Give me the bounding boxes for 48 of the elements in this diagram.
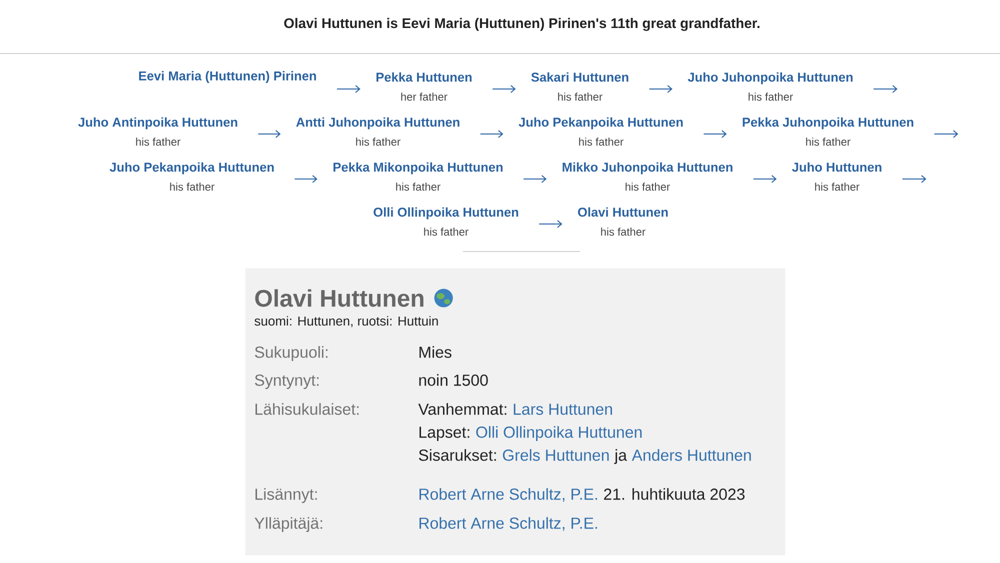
arrow xyxy=(649,85,672,93)
field-label: Sukupuoli: xyxy=(254,346,328,362)
profile-heading: Olavi Huttunen xyxy=(255,289,424,307)
field-value: Vanhemmat: xyxy=(418,403,506,415)
field-value: ja xyxy=(614,449,627,464)
link-text: Robert Arne Schultz, P.E. xyxy=(420,517,597,531)
ancestor-entry: Juho Antinpoika Huttunen his father xyxy=(78,117,238,146)
arrow xyxy=(753,175,777,183)
field-label: Syntynyt: xyxy=(254,374,319,390)
field-value: Lapset: xyxy=(420,426,470,442)
arrow xyxy=(539,220,562,228)
ancestor-entry: Mikko Juhonpoika Huttunen his father xyxy=(562,162,732,191)
page-title: Olavi Huttunen is Eevi Maria (Huttunen) Pirinen's 11th great grandfather. xyxy=(284,18,760,31)
ancestor-entry: Olli Ollinpoika Huttunen his father xyxy=(374,207,518,236)
field-value: Mies xyxy=(420,346,452,358)
ancestor-entry: Antti Juhonpoika Huttunen his father xyxy=(296,117,460,146)
ancestor-entry: Pekka Juhonpoika Huttunen his father xyxy=(742,117,914,146)
arrow xyxy=(524,175,547,183)
ancestor-entry: Sakari Huttunen his father xyxy=(531,72,628,101)
arrow xyxy=(934,130,958,138)
ancestor-entry: Pekka Mikonpoika Huttunen his father xyxy=(334,162,503,191)
arrow xyxy=(492,85,516,93)
ancestor-entry: Juho Juhonpoika Huttunen his father xyxy=(688,72,853,101)
field-label: Ylläpitäjä: xyxy=(254,517,322,532)
link-text: Anders Huttunen xyxy=(632,449,751,461)
link-text: Lars Huttunen xyxy=(514,404,612,415)
ancestor-entry: Juho Huttunen his father xyxy=(792,162,882,191)
ancestor-entry: Pekka Huttunen her father xyxy=(376,72,472,101)
field-value: Sisarukset: xyxy=(418,449,496,461)
ancestor-entry: Eevi Maria (Huttunen) Pirinen xyxy=(139,71,316,83)
arrow xyxy=(902,175,926,183)
link-text: Robert Arne Schultz, P.E. xyxy=(420,488,597,502)
arrow xyxy=(294,175,318,183)
ancestor-entry: Juho Pekanpoika Huttunen his father xyxy=(518,117,683,146)
field-value: noin 1500 xyxy=(419,374,488,386)
arrow xyxy=(704,130,727,138)
ancestor-entry: Olavi Huttunen his father xyxy=(578,207,668,236)
field-label: Lisännyt: xyxy=(256,488,317,504)
arrow xyxy=(480,130,504,138)
name-variants: suomi: Huttunen, ruotsi: Huttuin xyxy=(254,316,438,328)
link-text: Grels Huttunen xyxy=(502,449,609,461)
field-label: Lähisukulaiset: xyxy=(256,403,359,415)
link-text: Olli Ollinpoika Huttunen xyxy=(476,426,642,442)
arrow xyxy=(336,85,360,93)
ancestor-entry: Juho Pekanpoika Huttunen his father xyxy=(110,162,274,191)
arrow xyxy=(874,85,898,93)
field-value: 21. huhtikuuta 2023 xyxy=(604,488,745,500)
arrow xyxy=(258,130,281,138)
